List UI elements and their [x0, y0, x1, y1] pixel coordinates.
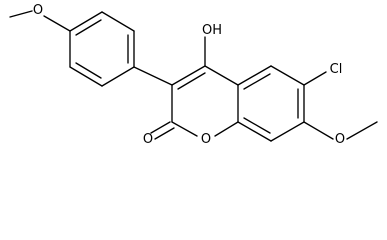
phenyl-bond-5	[69, 66, 103, 87]
pyranone-bond-c8a-o1	[214, 121, 239, 137]
phenyl-bond-1	[69, 11, 103, 32]
oxygen-aromatic-bond-right	[303, 121, 334, 140]
phenyl-inner-bond-c	[75, 62, 102, 79]
methyl-oxygen-bond-right	[346, 121, 378, 140]
pyranone-bond-c3-c4	[171, 65, 206, 86]
benzo-inner-bond-c	[243, 117, 271, 134]
ring-oxygen-label: O	[201, 132, 211, 147]
phenyl-bond-2	[101, 11, 135, 32]
benzo-bond-1	[237, 65, 272, 86]
atom-labels: O OH Cl O O O	[33, 3, 345, 147]
carbonyl-oxygen-label: O	[143, 132, 153, 147]
chloro-bond	[303, 71, 327, 86]
carbonyl-bond-b	[154, 127, 175, 140]
phenyl-inner-bond-a	[75, 19, 102, 36]
pyranone-bond-c4-c4a	[204, 65, 239, 86]
chemical-structure: O OH Cl O O O	[0, 0, 387, 156]
chlorine-label: Cl	[330, 62, 343, 77]
top-methoxy-oxygen-label: O	[33, 3, 43, 18]
background	[0, 0, 387, 156]
aryl-link-bond	[133, 66, 173, 86]
right-methoxy-oxygen-label: O	[335, 132, 345, 147]
phenyl-bond-4	[101, 66, 135, 87]
benzo-inner-bond-a	[243, 73, 271, 90]
benzo-bond-5	[237, 121, 272, 142]
pyranone-bond-o1-c2	[171, 121, 198, 137]
oxygen-aromatic-bond-top	[43, 15, 71, 32]
benzo-bond-4	[270, 121, 305, 142]
methyl-oxygen-bond-top	[9, 10, 33, 18]
hydroxyl-label: OH	[202, 23, 222, 38]
bond-network	[9, 10, 378, 142]
carbonyl-bond-a	[150, 121, 171, 134]
benzo-bond-2	[270, 65, 305, 86]
pyranone-inner-bond-c3-c4	[177, 72, 206, 90]
